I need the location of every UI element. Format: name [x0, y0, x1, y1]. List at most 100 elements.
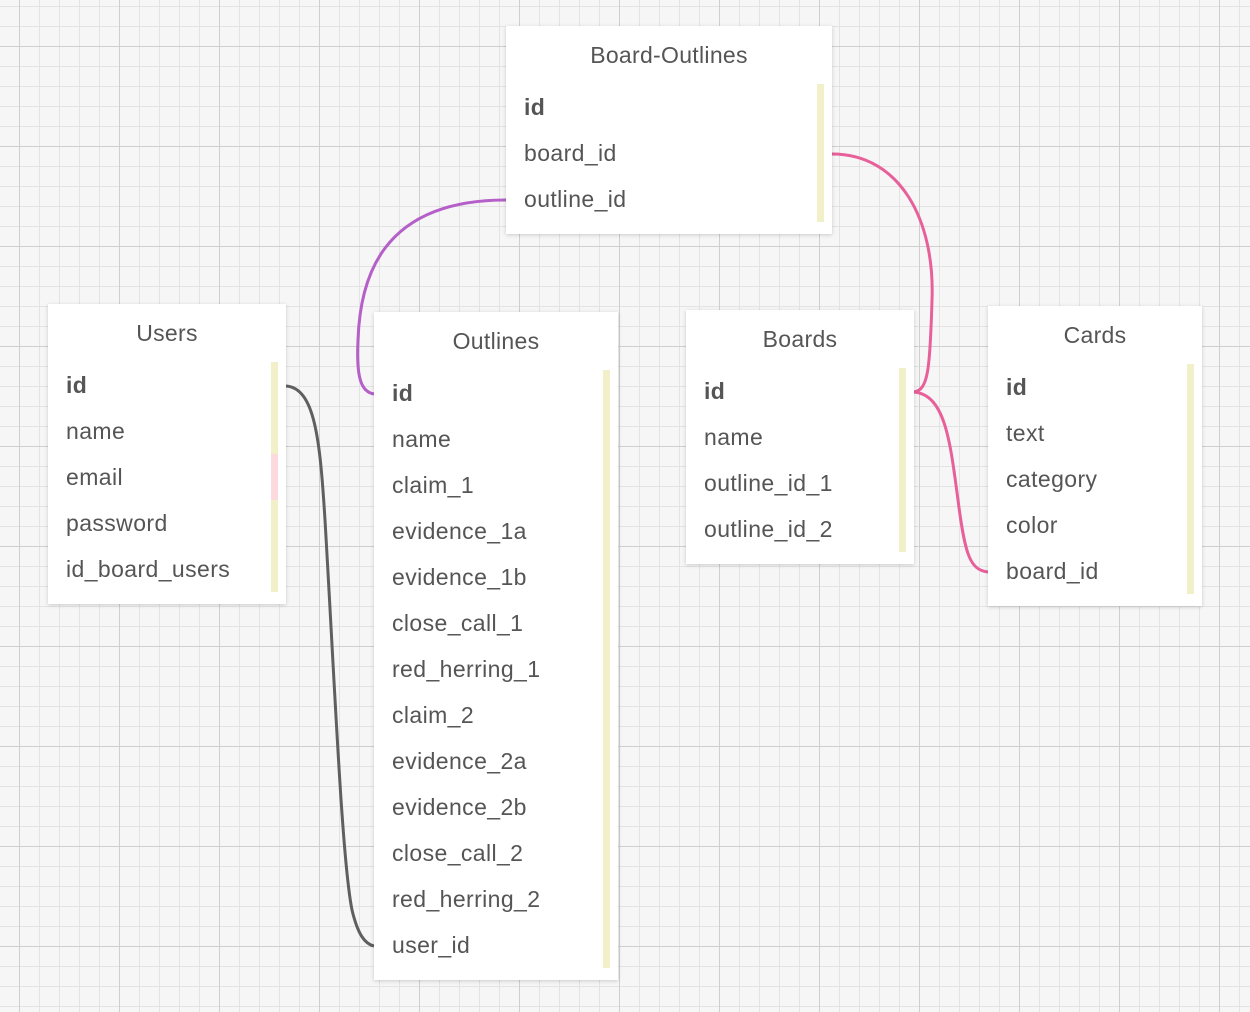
field-row-red-herring-2[interactable]: red_herring_2: [374, 876, 618, 922]
field-marker: [1187, 456, 1194, 502]
field-row-email[interactable]: email: [48, 454, 286, 500]
field-marker: [271, 546, 278, 592]
field-name: name: [66, 418, 126, 444]
table-users[interactable]: Users id name email password id_board_us…: [48, 304, 286, 604]
field-marker: [603, 922, 610, 968]
field-row-red-herring-1[interactable]: red_herring_1: [374, 646, 618, 692]
field-name: id: [392, 380, 414, 406]
field-name: id: [704, 378, 726, 404]
field-marker: [1187, 502, 1194, 548]
field-marker: [603, 646, 610, 692]
field-list: id board_id outline_id: [506, 84, 832, 222]
field-name: evidence_2b: [392, 794, 527, 820]
field-marker: [271, 408, 278, 454]
field-marker: [1187, 364, 1194, 410]
field-row-evidence-1a[interactable]: evidence_1a: [374, 508, 618, 554]
table-outlines[interactable]: Outlines id name claim_1 evidence_1a evi…: [374, 312, 618, 980]
field-row-id[interactable]: id: [686, 368, 914, 414]
field-name: id: [524, 94, 546, 120]
field-name: claim_2: [392, 702, 475, 728]
field-row-color[interactable]: color: [988, 502, 1202, 548]
field-name: color: [1006, 512, 1058, 538]
field-marker: [603, 784, 610, 830]
field-row-id[interactable]: id: [48, 362, 286, 408]
field-row-evidence-2b[interactable]: evidence_2b: [374, 784, 618, 830]
field-name: email: [66, 464, 123, 490]
field-marker: [603, 554, 610, 600]
field-name: category: [1006, 466, 1098, 492]
field-row-category[interactable]: category: [988, 456, 1202, 502]
field-name: evidence_2a: [392, 748, 527, 774]
field-name: password: [66, 510, 168, 536]
field-name: red_herring_1: [392, 656, 541, 682]
field-name: text: [1006, 420, 1045, 446]
field-row-close-call-1[interactable]: close_call_1: [374, 600, 618, 646]
field-marker: [603, 876, 610, 922]
field-name: user_id: [392, 932, 471, 958]
field-row-close-call-2[interactable]: close_call_2: [374, 830, 618, 876]
table-title: Users: [136, 320, 198, 346]
field-name: claim_1: [392, 472, 475, 498]
link-boards-to-cards: [913, 390, 989, 574]
field-row-id-board-users[interactable]: id_board_users: [48, 546, 286, 592]
field-row-outline-id[interactable]: outline_id: [506, 176, 832, 222]
field-marker: [899, 368, 906, 414]
field-name: outline_id: [524, 186, 627, 212]
field-marker: [1187, 410, 1194, 456]
field-name: name: [392, 426, 452, 452]
field-row-board-id[interactable]: board_id: [988, 548, 1202, 594]
field-name: id: [66, 372, 88, 398]
field-row-outline-id-2[interactable]: outline_id_2: [686, 506, 914, 552]
field-marker-highlight: [271, 454, 278, 500]
field-row-user-id[interactable]: user_id: [374, 922, 618, 968]
field-marker: [603, 738, 610, 784]
field-marker: [899, 506, 906, 552]
field-list: id text category color board_id: [988, 364, 1202, 594]
field-marker: [603, 416, 610, 462]
table-boards[interactable]: Boards id name outline_id_1 outline_id_2: [686, 310, 914, 564]
table-cards[interactable]: Cards id text category color board_id: [988, 306, 1202, 606]
field-marker: [1187, 548, 1194, 594]
field-name: outline_id_1: [704, 470, 833, 496]
field-list: id name email password id_board_users: [48, 362, 286, 592]
field-row-board-id[interactable]: board_id: [506, 130, 832, 176]
field-row-outline-id-1[interactable]: outline_id_1: [686, 460, 914, 506]
field-marker: [817, 84, 824, 130]
field-marker: [603, 508, 610, 554]
field-name: evidence_1b: [392, 564, 527, 590]
field-list: id name outline_id_1 outline_id_2: [686, 368, 914, 552]
field-row-id[interactable]: id: [988, 364, 1202, 410]
field-row-text[interactable]: text: [988, 410, 1202, 456]
field-row-id[interactable]: id: [374, 370, 618, 416]
field-name: close_call_2: [392, 840, 524, 866]
field-marker: [603, 462, 610, 508]
table-title: Boards: [762, 326, 838, 352]
field-row-claim-1[interactable]: claim_1: [374, 462, 618, 508]
field-row-evidence-2a[interactable]: evidence_2a: [374, 738, 618, 784]
field-row-name[interactable]: name: [48, 408, 286, 454]
field-row-claim-2[interactable]: claim_2: [374, 692, 618, 738]
field-marker: [603, 600, 610, 646]
field-marker: [817, 176, 824, 222]
field-marker: [603, 830, 610, 876]
table-title: Cards: [1063, 322, 1127, 348]
field-row-name[interactable]: name: [686, 414, 914, 460]
field-marker: [899, 460, 906, 506]
field-marker: [271, 500, 278, 546]
field-row-password[interactable]: password: [48, 500, 286, 546]
field-name: evidence_1a: [392, 518, 527, 544]
field-row-name[interactable]: name: [374, 416, 618, 462]
table-board-outlines[interactable]: Board-Outlines id board_id outline_id: [506, 26, 832, 234]
field-marker: [603, 370, 610, 416]
field-name: outline_id_2: [704, 516, 833, 542]
field-name: board_id: [1006, 558, 1099, 584]
field-name: red_herring_2: [392, 886, 541, 912]
field-marker: [603, 692, 610, 738]
field-list: id name claim_1 evidence_1a evidence_1b …: [374, 370, 618, 968]
field-name: name: [704, 424, 764, 450]
field-row-evidence-1b[interactable]: evidence_1b: [374, 554, 618, 600]
field-marker: [817, 130, 824, 176]
field-row-id[interactable]: id: [506, 84, 832, 130]
field-name: board_id: [524, 140, 617, 166]
